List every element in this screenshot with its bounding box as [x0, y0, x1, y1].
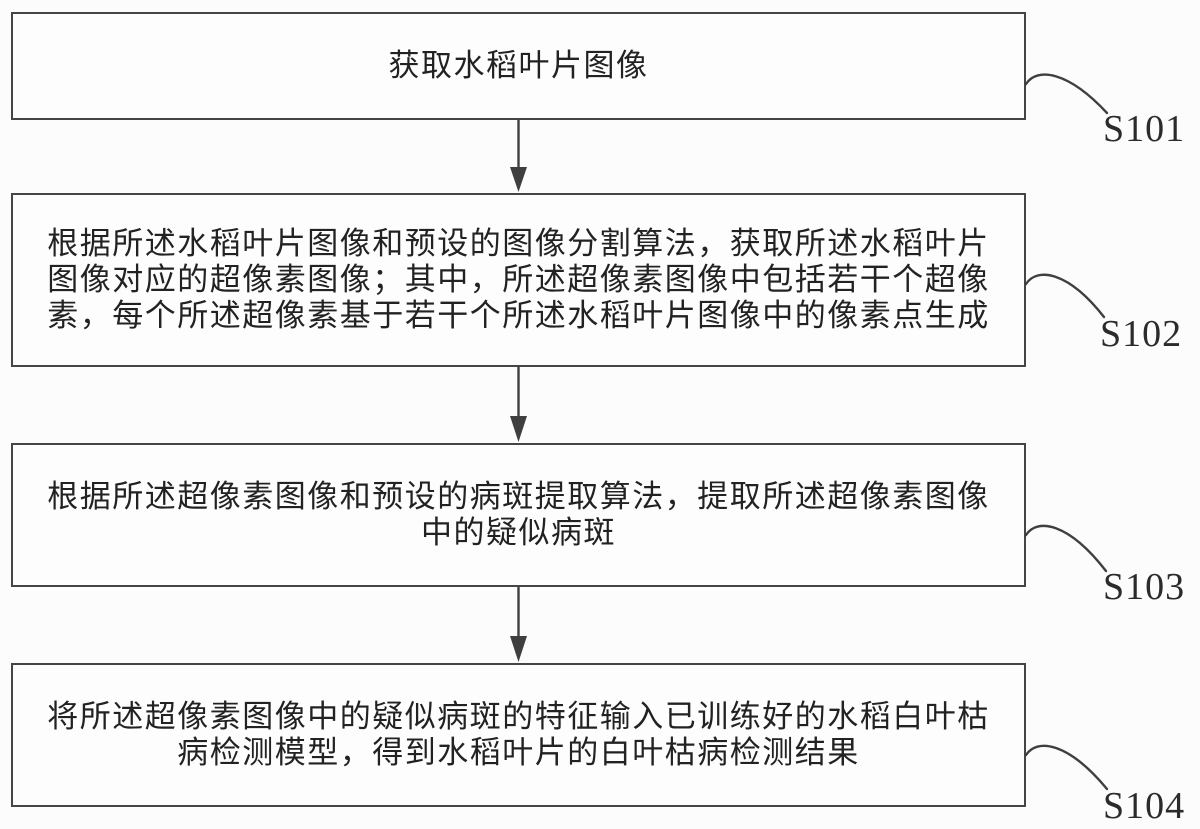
step-box-s101: 获取水稻叶片图像 — [11, 12, 1026, 120]
step-text-line: 中的疑似病斑 — [421, 515, 616, 551]
step-box-s104: 将所述超像素图像中的疑似病斑的特征输入已训练好的水稻白叶枯 病检测模型，得到水稻… — [11, 663, 1026, 807]
step-box-s103: 根据所述超像素图像和预设的病斑提取算法，提取所述超像素图像 中的疑似病斑 — [11, 443, 1026, 587]
step-label-s101: S101 — [1103, 108, 1186, 150]
step-box-s102: 根据所述水稻叶片图像和预设的图像分割算法，获取所述水稻叶片 图像对应的超像素图像… — [11, 193, 1026, 367]
step-text-line: 将所述超像素图像中的疑似病斑的特征输入已训练好的水稻白叶枯 — [47, 699, 990, 735]
step-label-s102: S102 — [1100, 313, 1183, 355]
leader-curve-s101 — [1024, 73, 1109, 115]
leader-curve-s102 — [1024, 273, 1106, 319]
step-label-s103: S103 — [1103, 566, 1186, 608]
leader-curve-s104 — [1024, 744, 1109, 791]
down-arrow-2 — [510, 367, 527, 442]
step-text-line: 获取水稻叶片图像 — [388, 48, 649, 84]
step-text-line: 根据所述超像素图像和预设的病斑提取算法，提取所述超像素图像 — [47, 479, 990, 515]
down-arrow-3 — [510, 587, 527, 662]
leader-curve-s103 — [1024, 524, 1108, 573]
step-label-s104: S104 — [1103, 785, 1186, 827]
step-text-line: 图像对应的超像素图像；其中，所述超像素图像中包括若干个超像 — [47, 262, 990, 298]
step-text-line: 根据所述水稻叶片图像和预设的图像分割算法，获取所述水稻叶片 — [47, 226, 990, 262]
down-arrow-1 — [510, 120, 527, 192]
step-text-line: 病检测模型，得到水稻叶片的白叶枯病检测结果 — [177, 735, 860, 771]
step-text-line: 素，每个所述超像素基于若干个所述水稻叶片图像中的像素点生成 — [47, 298, 990, 334]
